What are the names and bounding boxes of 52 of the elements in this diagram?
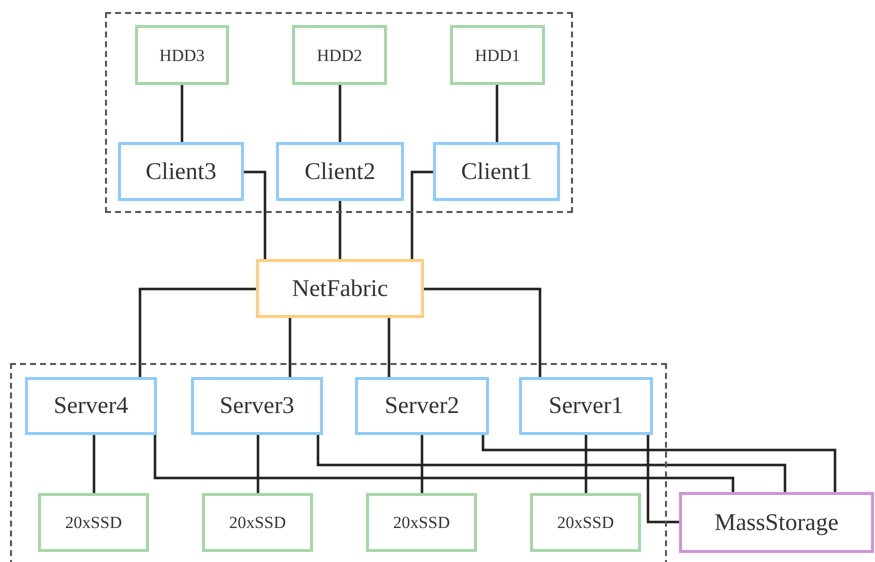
connector-line	[420, 435, 424, 493]
node-label: Client2	[304, 160, 376, 184]
storage-box	[202, 493, 313, 552]
connector-line	[424, 288, 542, 377]
connector-line	[138, 288, 256, 377]
dashed-group-frame	[10, 363, 667, 562]
node-label: MassStorage	[714, 510, 838, 534]
storage-box	[679, 492, 874, 553]
storage-box	[450, 25, 545, 85]
node-label: Client3	[146, 160, 216, 184]
connector-line	[316, 435, 786, 492]
connector-line	[482, 435, 836, 492]
server-box	[191, 377, 323, 435]
server-box	[355, 377, 489, 435]
server-box	[25, 377, 157, 435]
network-box	[256, 259, 424, 318]
connector-line	[646, 435, 679, 524]
connector-line	[92, 435, 96, 493]
server-box	[118, 142, 244, 201]
connector-line	[584, 435, 588, 493]
node-label: HDD3	[159, 46, 205, 64]
connector-line	[338, 201, 342, 259]
storage-box	[38, 493, 149, 552]
connector-line	[288, 318, 292, 377]
node-label: HDD2	[316, 46, 362, 64]
connector-line	[180, 85, 184, 142]
node-label: Server3	[220, 394, 294, 418]
node-label: 20xSSD	[65, 514, 122, 531]
node-label: NetFabric	[292, 276, 388, 300]
node-label: Server4	[54, 394, 128, 418]
server-box	[433, 142, 560, 201]
connector-line	[338, 85, 342, 142]
server-box	[276, 142, 404, 201]
storage-box	[292, 25, 387, 85]
node-label: HDD1	[474, 46, 520, 64]
server-box	[519, 377, 653, 435]
node-label: Client1	[461, 160, 532, 184]
dashed-group-frame	[105, 12, 573, 213]
node-label: 20xSSD	[229, 514, 286, 531]
connector-line	[410, 170, 433, 259]
connector-line	[154, 435, 734, 492]
storage-box	[530, 493, 641, 552]
node-label: Server2	[384, 394, 460, 418]
connector-line	[496, 85, 498, 142]
node-label: 20xSSD	[393, 514, 450, 531]
storage-box	[366, 493, 477, 552]
connector-line	[388, 318, 390, 377]
connector-line	[244, 170, 266, 259]
connector-line	[256, 435, 260, 493]
node-label: 20xSSD	[557, 514, 614, 531]
storage-box	[135, 25, 229, 85]
node-label: Server1	[548, 394, 624, 418]
